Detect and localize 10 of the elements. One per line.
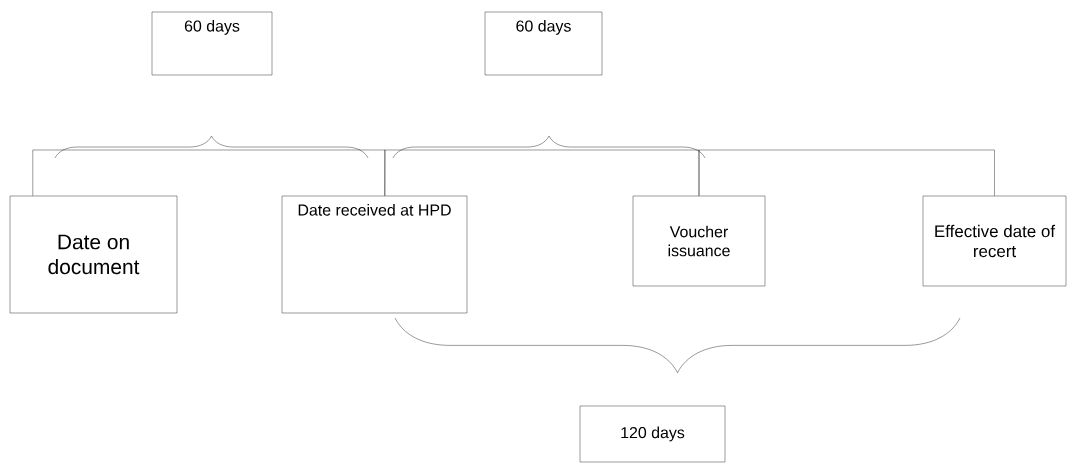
- day-count-box: 60 days: [151, 11, 273, 76]
- timeline-connector: [384, 149, 700, 196]
- timeline-connector: [698, 149, 995, 196]
- date-box: Voucher issuance: [632, 195, 766, 287]
- day-count-box: 120 days: [579, 405, 726, 463]
- date-box: Date received at HPD: [281, 195, 468, 314]
- date-box: Effective date of recert: [922, 195, 1067, 287]
- timeline-connector: [32, 149, 386, 196]
- day-count-box: 60 days: [484, 11, 603, 76]
- date-box: Date on document: [9, 195, 178, 314]
